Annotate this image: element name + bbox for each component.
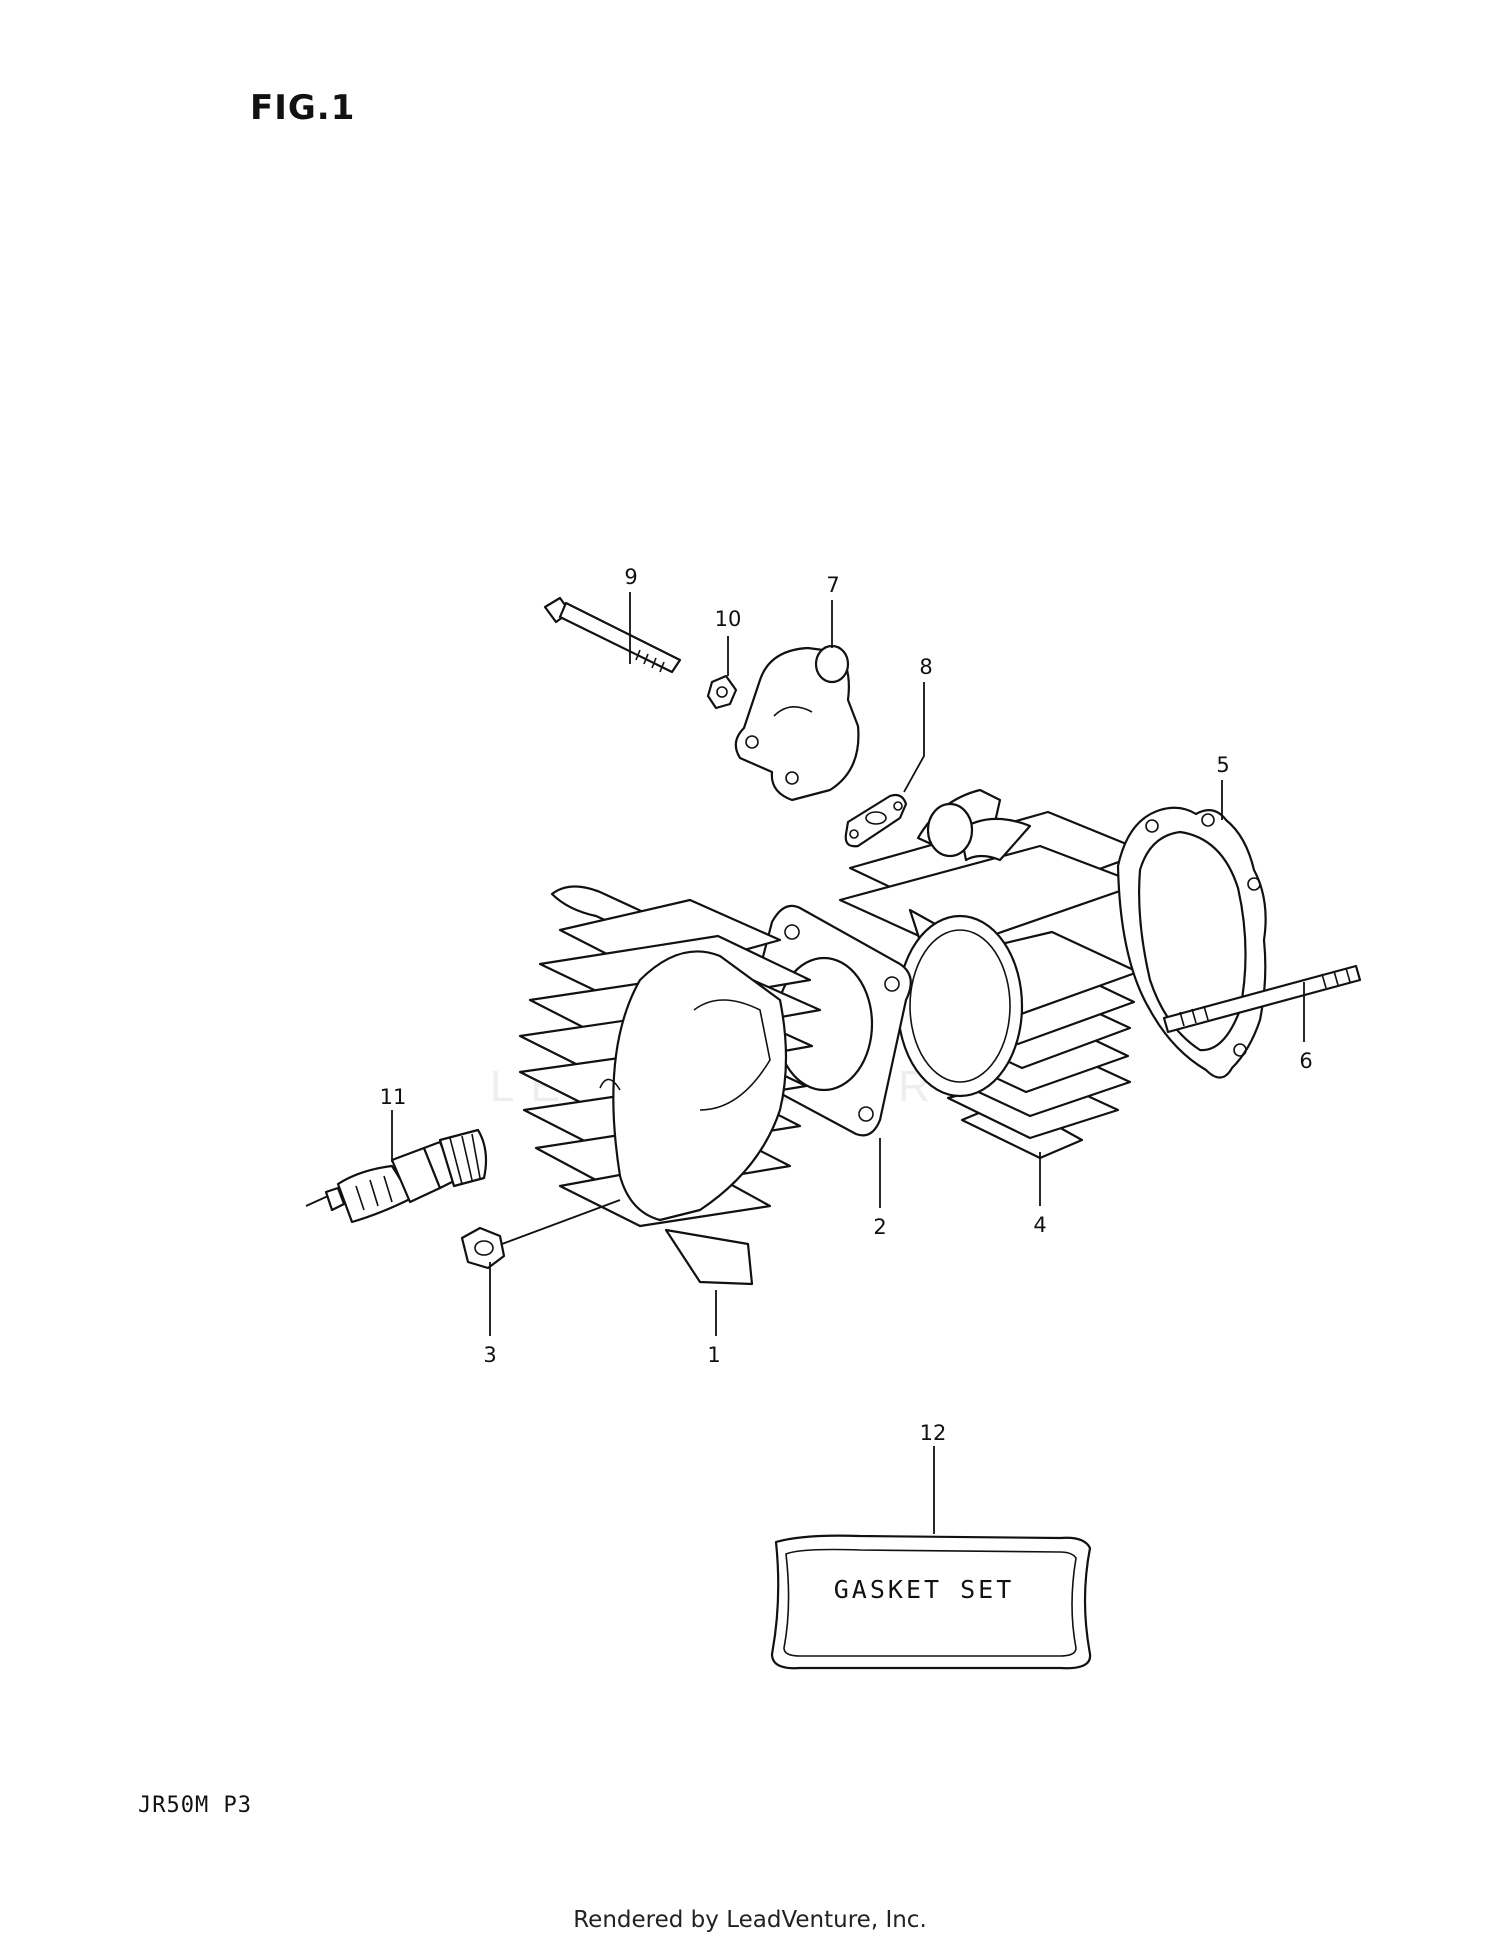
gasket-set-label: GASKET SET — [834, 1575, 1015, 1604]
callout-2: 2 — [873, 1215, 886, 1239]
callout-9: 9 — [624, 565, 637, 589]
part-12-gasket-set: GASKET SET — [770, 1534, 1092, 1670]
callout-8: 8 — [919, 655, 932, 679]
callout-12: 12 — [920, 1421, 947, 1445]
callout-7: 7 — [826, 573, 839, 597]
part-4-cylinder — [838, 788, 1148, 1160]
callout-11: 11 — [380, 1085, 407, 1109]
part-6-stud — [1162, 964, 1362, 1034]
callout-1: 1 — [707, 1343, 720, 1367]
part-11-spark-plug — [305, 1128, 488, 1224]
callout-10: 10 — [715, 607, 742, 631]
rendered-by-credit: Rendered by LeadVenture, Inc. — [573, 1907, 927, 1933]
callout-5: 5 — [1216, 753, 1229, 777]
part-7-intake-elbow — [734, 644, 860, 802]
leader-lines — [391, 592, 1305, 1534]
model-page-code: JR50M P3 — [138, 1793, 252, 1818]
callout-3: 3 — [483, 1343, 496, 1367]
figure-title: FIG.1 — [250, 88, 356, 128]
part-3-nut — [460, 1226, 506, 1270]
callout-numbers: 9 10 7 8 5 6 4 2 11 3 1 12 — [380, 565, 1313, 1445]
callout-4: 4 — [1033, 1213, 1046, 1237]
part-1-cylinder-head — [518, 885, 822, 1286]
part-5-base-gasket — [1116, 806, 1267, 1079]
part-9-bolt — [543, 596, 682, 674]
part-10-nut — [706, 674, 738, 710]
callout-6: 6 — [1299, 1049, 1312, 1073]
part-8-intake-gasket — [844, 793, 908, 848]
